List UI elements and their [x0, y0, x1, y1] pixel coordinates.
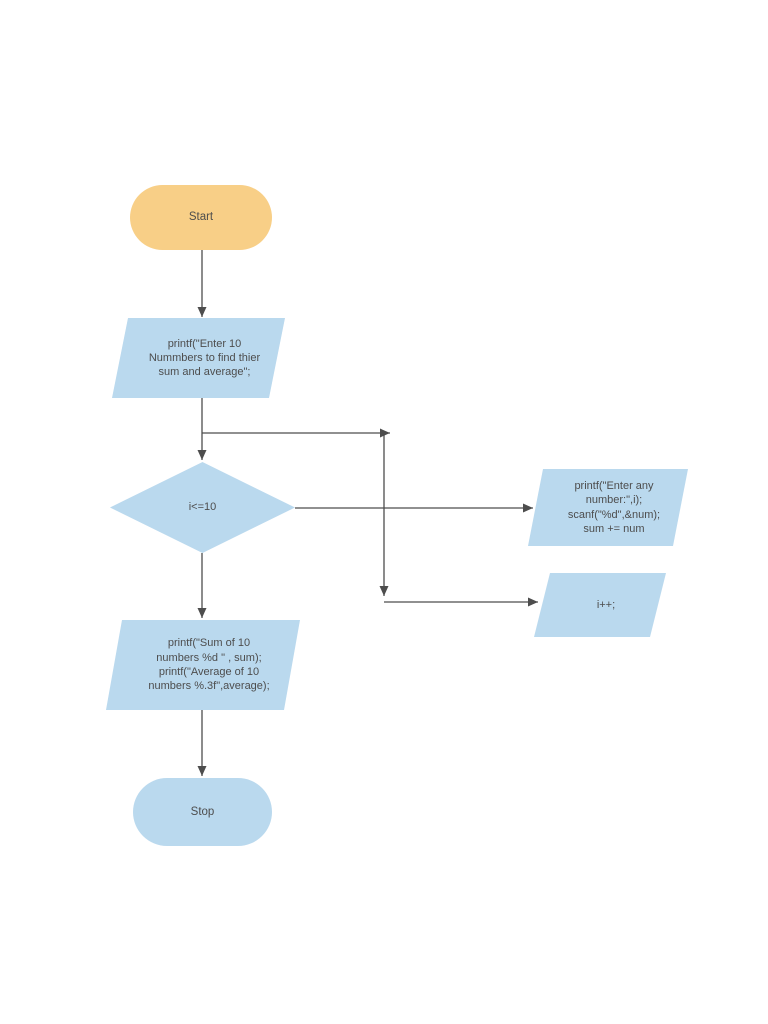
- start-label: Start: [188, 211, 214, 224]
- node-increment-parallelogram: i++;: [534, 573, 666, 637]
- node-stop-terminator: Stop: [133, 778, 272, 846]
- output-label: printf("Sum of 10 numbers %d " , sum); p…: [148, 637, 270, 693]
- stop-label: Stop: [190, 805, 215, 818]
- node-start-terminator: Start: [130, 185, 272, 250]
- node-prompt-parallelogram: printf("Enter 10 Nummbers to find thier …: [112, 318, 285, 398]
- condition-label: i<=10: [188, 501, 217, 514]
- node-output-parallelogram: printf("Sum of 10 numbers %d " , sum); p…: [106, 620, 300, 710]
- read-input-label: printf("Enter any number:",i); scanf("%d…: [567, 479, 661, 535]
- prompt-label: printf("Enter 10 Nummbers to find thier …: [148, 337, 261, 379]
- increment-label: i++;: [596, 598, 616, 611]
- node-condition-decision: i<=10: [110, 462, 295, 553]
- node-read-input-parallelogram: printf("Enter any number:",i); scanf("%d…: [528, 469, 688, 546]
